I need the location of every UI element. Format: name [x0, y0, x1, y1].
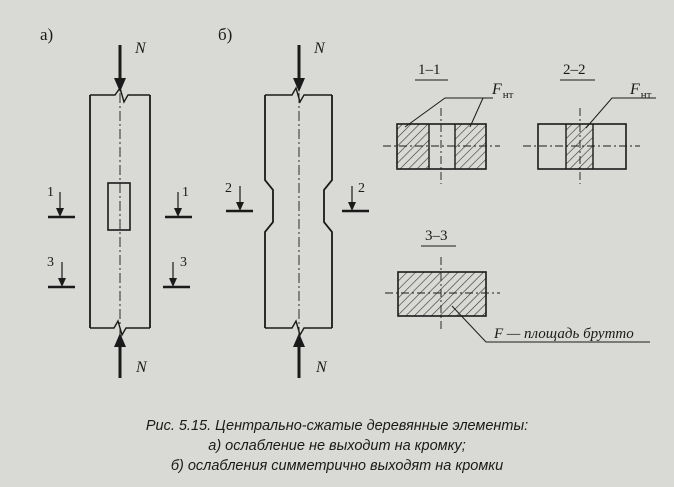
section-mark-1-left-num: 1 [47, 185, 54, 200]
force-label-top-b: N [313, 40, 326, 57]
caption-line-1: Рис. 5.15. Центрально-сжатые деревянные … [145, 418, 529, 434]
section-title-2-2: 2–2 [563, 62, 586, 78]
force-label-bottom-b: N [315, 359, 328, 376]
force-arrow-bottom-a [114, 333, 126, 378]
section-mark-3-right [163, 262, 190, 289]
section-mark-1-right-num: 1 [182, 185, 189, 200]
panel-label-a: а) [40, 25, 53, 44]
leader-fnt-2 [585, 97, 656, 129]
section-mark-3-right-num: 3 [180, 255, 187, 270]
fnt-label-2: Fнт [629, 81, 652, 101]
cross-section-1-1 [383, 108, 500, 184]
section-mark-2-right-num: 2 [358, 181, 365, 196]
section-mark-2-right [342, 186, 369, 213]
panel-label-b: б) [218, 25, 232, 44]
caption-line-3: б) ослабления симметрично выходят на кро… [170, 458, 504, 474]
section-mark-2-left-num: 2 [225, 181, 232, 196]
section-mark-1-left [48, 192, 75, 219]
cross-section-3-3 [385, 257, 500, 330]
force-label-bottom-a: N [135, 359, 148, 376]
section-mark-2-left [226, 186, 253, 213]
section-title-1-1: 1–1 [418, 62, 441, 78]
section-title-3-3: 3–3 [425, 228, 448, 244]
section-mark-3-left-num: 3 [47, 255, 54, 270]
force-label-top-a: N [134, 40, 147, 57]
caption-line-2: а) ослабление не выходит на кромку; [208, 438, 466, 454]
section-mark-3-left [48, 262, 75, 289]
force-arrow-top-a [114, 45, 126, 92]
leader-brutto [451, 305, 650, 343]
cross-section-2-2 [523, 108, 640, 184]
section-mark-1-right [165, 192, 192, 219]
element-b [264, 75, 333, 345]
leader-fnt-1b [469, 97, 484, 128]
fnt-label-1: Fнт [491, 81, 514, 101]
brutto-label: F — площадь брутто [493, 326, 634, 342]
element-a [89, 75, 151, 345]
force-arrow-top-b [293, 45, 305, 92]
force-arrow-bottom-b [293, 333, 305, 378]
leader-fnt-1 [404, 97, 493, 128]
